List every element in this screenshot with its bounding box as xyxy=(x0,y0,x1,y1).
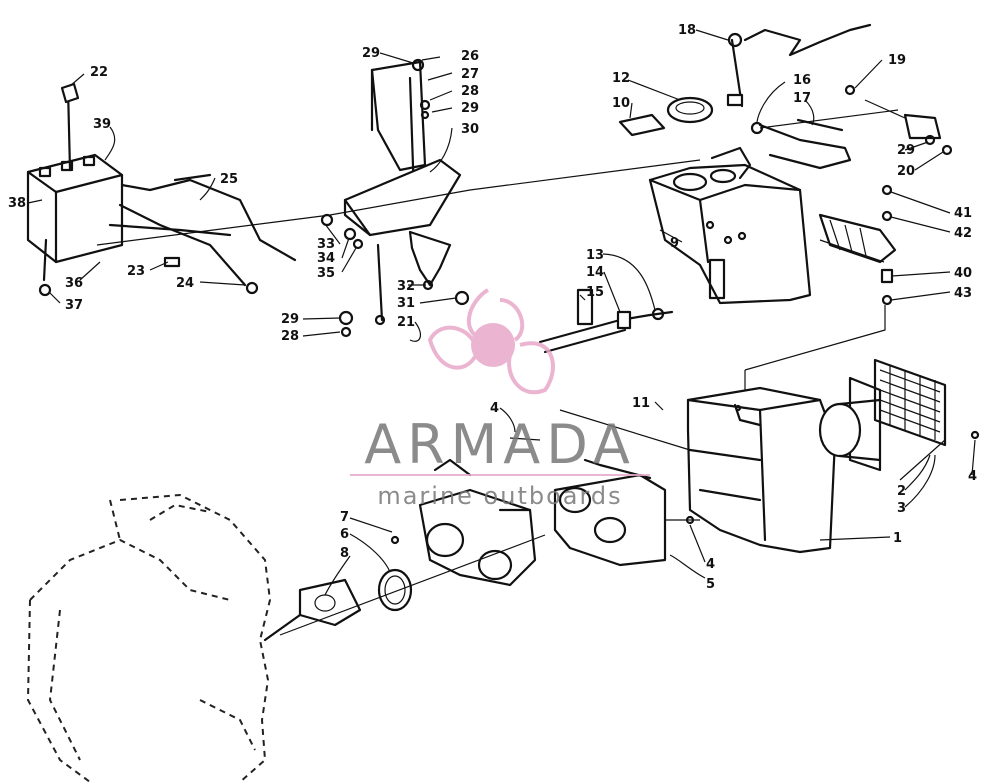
callout-18: 18 xyxy=(678,23,696,38)
callout-36: 36 xyxy=(65,276,83,291)
callout-26: 26 xyxy=(461,49,479,64)
callout-31: 31 xyxy=(397,296,415,311)
alignment-lines xyxy=(96,99,946,636)
ignition-lead xyxy=(726,23,872,108)
callout-17: 17 xyxy=(793,91,811,106)
carburetor xyxy=(418,458,537,587)
callout-6: 6 xyxy=(340,527,349,542)
fuel-hose xyxy=(538,288,674,354)
callout-28-bottom: 28 xyxy=(281,329,299,344)
callout-9: 9 xyxy=(670,236,679,251)
battery-bracket xyxy=(343,58,462,287)
callout-16: 16 xyxy=(793,73,811,88)
callout-25: 25 xyxy=(220,172,238,187)
callout-33: 33 xyxy=(317,237,335,252)
brand-watermark: ARMADA marine outboards xyxy=(350,288,650,510)
callout-numbers: 1 2 3 4 4 4 5 6 7 8 9 10 11 12 13 14 15 … xyxy=(8,23,977,592)
callout-42: 42 xyxy=(954,226,972,241)
callout-5: 5 xyxy=(706,577,715,592)
callout-29-left: 29 xyxy=(281,312,299,327)
callout-28-top: 28 xyxy=(461,84,479,99)
brand-name: ARMADA xyxy=(364,413,636,476)
engine-block xyxy=(26,493,272,782)
battery xyxy=(26,82,124,297)
propeller-logo-icon xyxy=(427,288,555,395)
callout-2: 2 xyxy=(897,484,906,499)
callout-23: 23 xyxy=(127,264,145,279)
callout-32: 32 xyxy=(397,279,415,294)
callout-11: 11 xyxy=(632,396,650,411)
callout-20: 20 xyxy=(897,164,915,179)
callout-15: 15 xyxy=(586,285,604,300)
fuel-tank xyxy=(648,146,812,305)
callout-43: 43 xyxy=(954,286,972,301)
brand-tagline: marine outboards xyxy=(377,482,622,510)
callout-7: 7 xyxy=(340,510,349,525)
callout-30: 30 xyxy=(461,122,479,137)
callout-8: 8 xyxy=(340,546,349,561)
callout-1: 1 xyxy=(893,531,902,546)
callout-21: 21 xyxy=(397,315,415,330)
battery-cables xyxy=(108,173,297,295)
callout-24: 24 xyxy=(176,276,194,291)
callout-4-left: 4 xyxy=(490,401,499,416)
callout-35: 35 xyxy=(317,266,335,281)
fuel-filter xyxy=(818,184,897,306)
bracket-hardware xyxy=(320,213,470,338)
callout-37: 37 xyxy=(65,298,83,313)
intake-flange xyxy=(263,578,362,642)
air-silencer xyxy=(686,386,837,554)
fuel-line xyxy=(750,84,953,170)
carburetor-adapter xyxy=(553,458,695,567)
callout-38: 38 xyxy=(8,196,26,211)
callout-19: 19 xyxy=(888,53,906,68)
callout-29-right: 29 xyxy=(897,143,915,158)
callout-41: 41 xyxy=(954,206,972,221)
callout-40: 40 xyxy=(954,266,972,281)
callout-27: 27 xyxy=(461,67,479,82)
callout-14: 14 xyxy=(586,265,604,280)
callout-4-bottom: 4 xyxy=(706,557,715,572)
callout-10: 10 xyxy=(612,96,630,111)
callout-29-top: 29 xyxy=(362,46,380,61)
callout-leaders xyxy=(27,29,976,596)
callout-3: 3 xyxy=(897,501,906,516)
callout-22: 22 xyxy=(90,65,108,80)
fuel-cap xyxy=(618,96,714,137)
callout-13: 13 xyxy=(586,248,604,263)
flame-arrestor xyxy=(818,358,980,472)
callout-4-right: 4 xyxy=(968,469,977,484)
callout-34: 34 xyxy=(317,251,335,266)
callout-39: 39 xyxy=(93,117,111,132)
callout-12: 12 xyxy=(612,71,630,86)
callout-29-mid: 29 xyxy=(461,101,479,116)
hose-clamp xyxy=(377,535,413,612)
